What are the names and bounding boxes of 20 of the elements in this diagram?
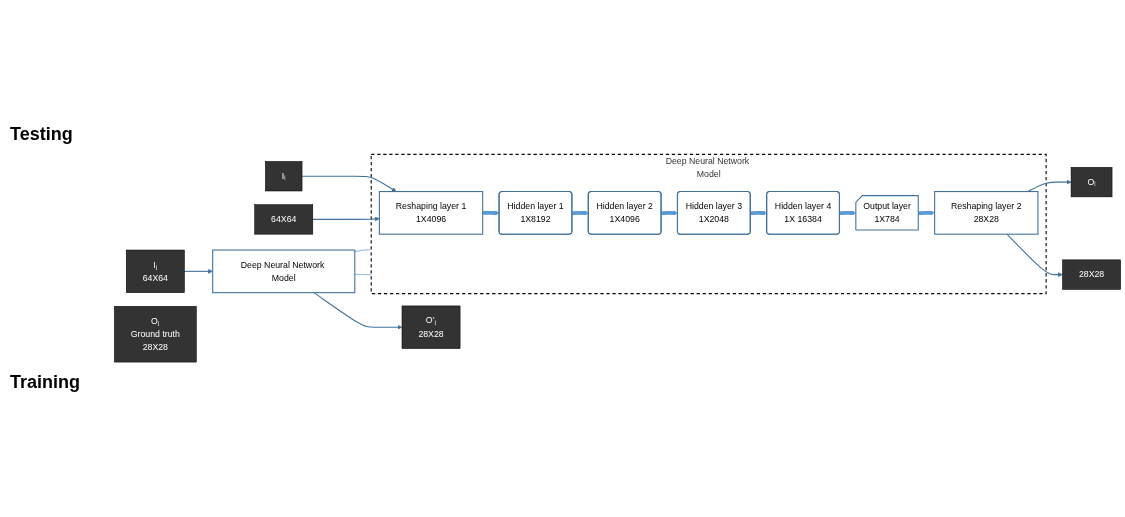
node-box: Deep Neural Network Model xyxy=(212,249,356,294)
node-box: Iⱼ 64X64 xyxy=(126,250,185,294)
arrow xyxy=(482,210,500,216)
arrow xyxy=(312,216,380,222)
node-box: Oⱼ Ground truth 28X28 xyxy=(114,306,197,363)
arrow xyxy=(1027,179,1072,193)
node-box: O’ⱼ 28X28 xyxy=(401,305,461,350)
node-box: Oᵢ xyxy=(1070,167,1113,198)
node-box: 28X28 xyxy=(1062,259,1121,290)
row-label: Training xyxy=(10,372,81,394)
arrow xyxy=(183,269,213,274)
node-box: 64X64 xyxy=(254,204,314,235)
arrow xyxy=(1006,233,1063,278)
node-box: Iᵢ xyxy=(265,161,303,192)
row-label: Testing xyxy=(10,123,74,145)
arrow xyxy=(301,175,397,193)
connector xyxy=(354,249,372,253)
node-box: Reshaping layer 2 28X28 xyxy=(934,191,1039,235)
node-box: Reshaping layer 1 1X4096 xyxy=(378,191,484,235)
arrow xyxy=(313,292,403,330)
